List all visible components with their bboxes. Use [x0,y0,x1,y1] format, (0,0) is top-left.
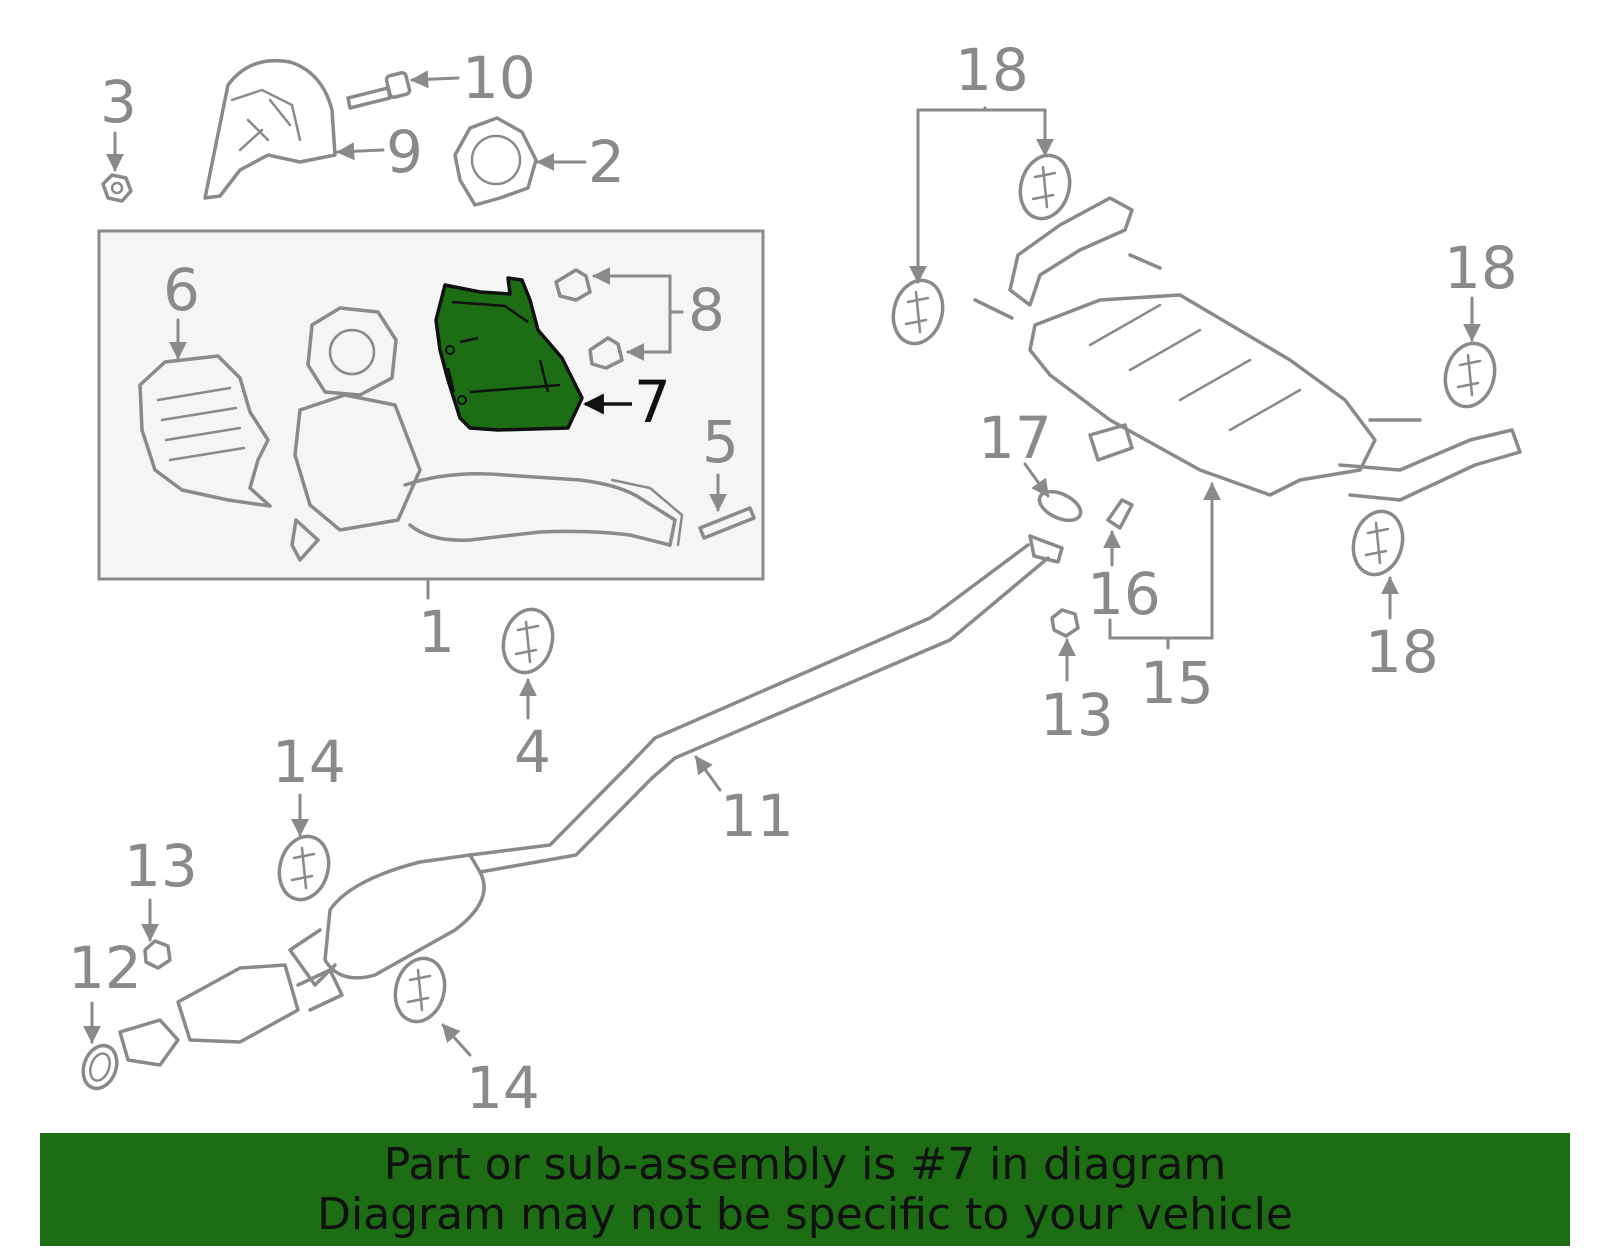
part-15-muffler-assembly[interactable] [973,196,1522,502]
callout-17: 17 [978,404,1052,472]
callout-5: 5 [702,408,739,476]
callout-14-lower: 14 [466,1054,540,1122]
callout-11: 11 [720,782,794,850]
part-14-hanger-upper[interactable] [273,831,336,905]
callout-9: 9 [386,118,423,186]
banner-line-1: Part or sub-assembly is #7 in diagram [383,1138,1227,1190]
part-18-hanger-left[interactable] [887,275,950,349]
part-10-bolt[interactable] [346,71,412,110]
front-pipe[interactable] [118,963,344,1067]
part-18-hanger-right[interactable] [1439,338,1502,412]
part-7-heat-shield-highlighted[interactable] [434,276,584,432]
info-banner: Part or sub-assembly is #7 in diagram Di… [40,1133,1570,1246]
callout-18-right: 18 [1444,234,1518,302]
callout-4: 4 [514,718,551,786]
callout-13-lower: 13 [124,832,198,900]
part-4-hanger[interactable] [497,604,560,678]
part-3-nut[interactable] [101,173,133,203]
callout-14-upper: 14 [272,728,346,796]
callout-18-bottom: 18 [1365,618,1439,686]
banner-line-2: Diagram may not be specific to your vehi… [317,1188,1293,1240]
manifold-assembly-inset [97,229,765,581]
part-14-hanger-lower[interactable] [389,953,452,1027]
part-5-stud[interactable] [698,506,756,540]
callout-6: 6 [163,256,200,324]
callout-10: 10 [462,44,536,112]
part-11-intermediate-pipe[interactable] [288,534,1064,987]
part-18-hanger-top[interactable] [1014,150,1077,224]
callout-13-right: 13 [1040,681,1114,749]
callout-12: 12 [68,934,142,1002]
leader-lines [83,70,1481,1057]
callout-18-top: 18 [955,36,1029,104]
part-13-nut-right[interactable] [1050,608,1080,638]
part-1-exhaust-manifold-converter[interactable] [290,306,684,562]
part-13-nut-lower[interactable] [143,939,172,970]
part-8-clips[interactable] [554,268,624,370]
callout-16: 16 [1087,560,1161,628]
callout-15: 15 [1140,649,1214,717]
callout-1: 1 [418,598,455,666]
part-18-hanger-bottom[interactable] [1347,506,1410,580]
part-9-heat-shield[interactable] [203,58,337,200]
part-12-gasket-ring[interactable] [77,1041,122,1093]
callout-7: 7 [634,368,671,436]
part-6-heat-shield[interactable] [138,354,272,508]
callout-2: 2 [588,128,625,196]
callout-3: 3 [100,68,137,136]
part-16-stud[interactable] [1106,498,1134,530]
part-17-gasket[interactable] [1035,486,1085,526]
callout-8: 8 [688,276,725,344]
part-2-gasket[interactable] [453,116,538,207]
